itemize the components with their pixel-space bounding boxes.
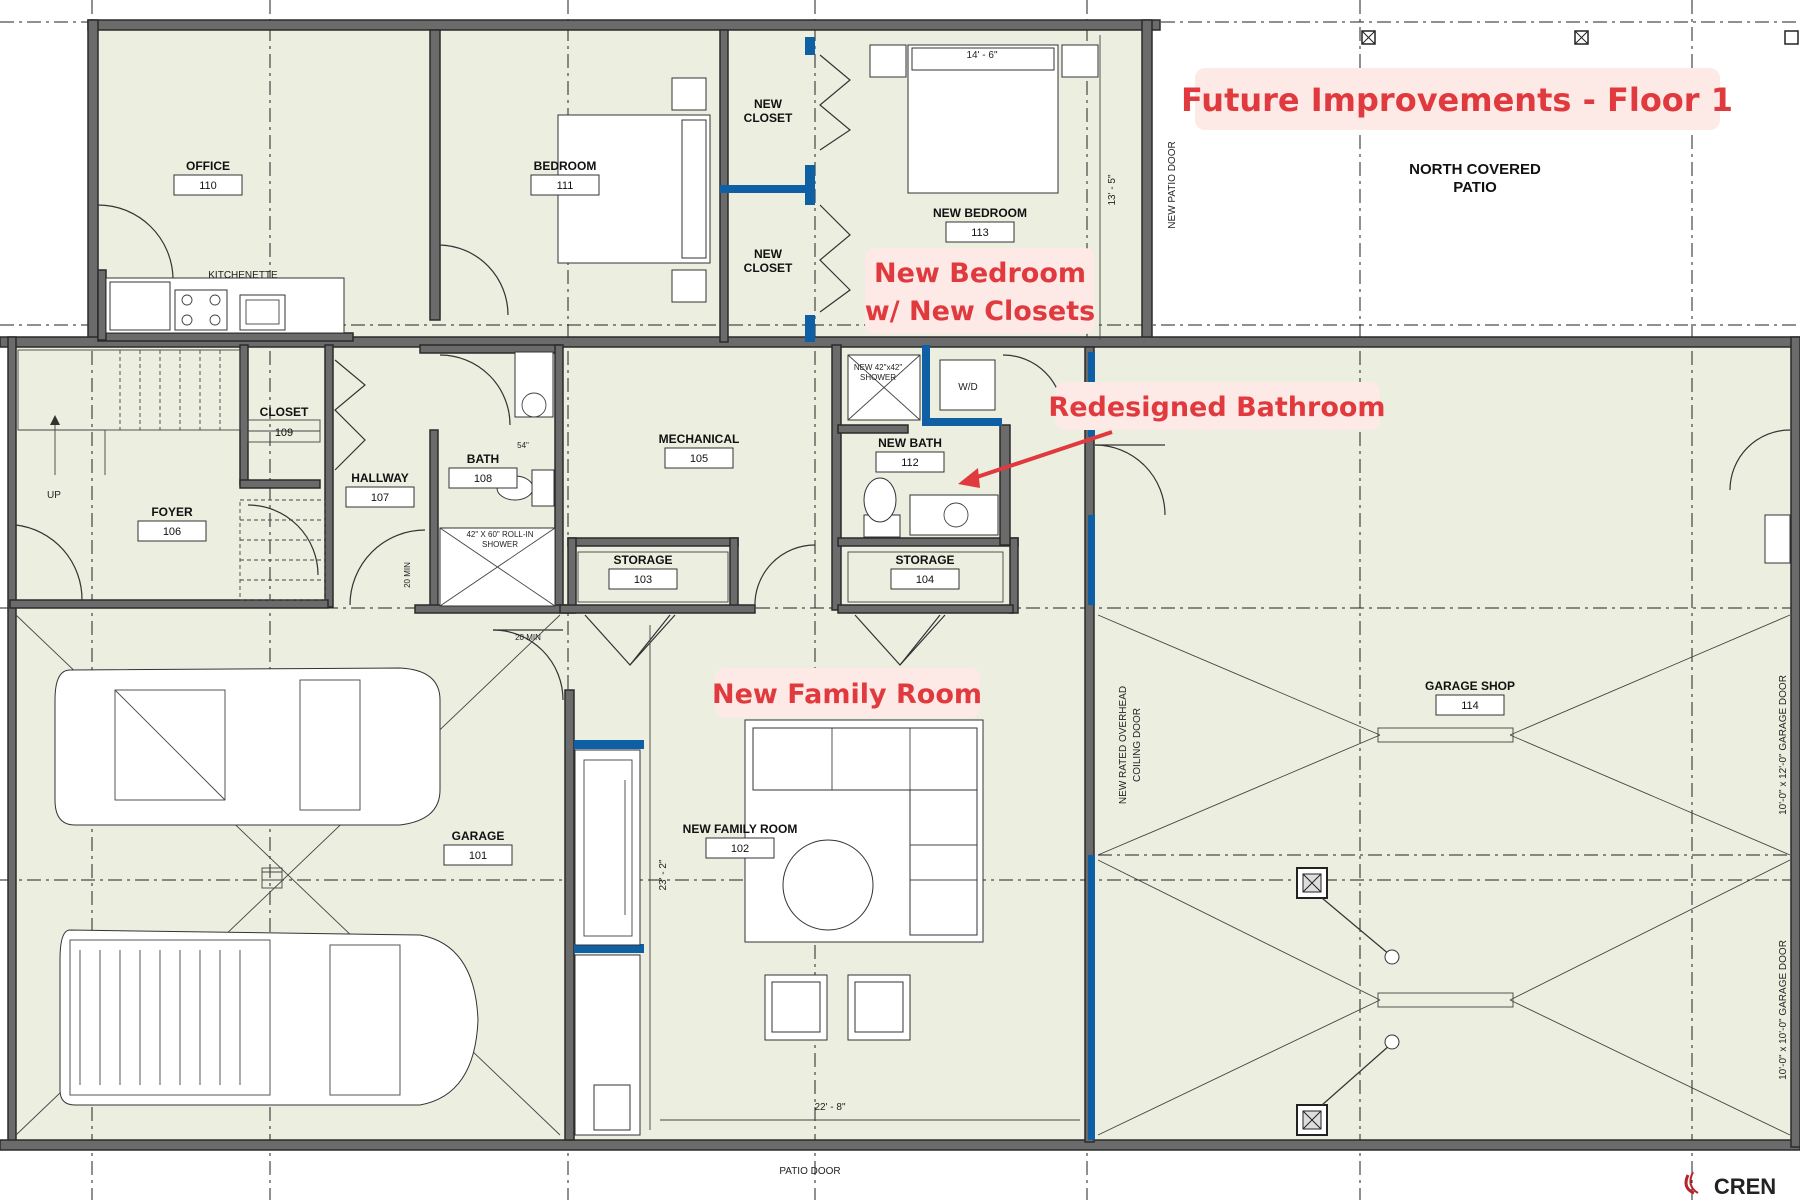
clearance-label: 20 MIN <box>515 633 541 642</box>
room-new-family-room: NEW FAMILY ROOM 102 <box>683 822 798 859</box>
patio-label: PATIO <box>1453 179 1497 196</box>
overhead-door-label: NEW RATED OVERHEAD <box>1118 686 1129 804</box>
annotation-new-family-room: New Family Room <box>712 668 982 718</box>
garage-door-label: 10'-0" x 12'-0" GARAGE DOOR <box>1778 675 1789 815</box>
room-number: 106 <box>163 526 181 538</box>
room-name: GARAGE <box>452 829 505 843</box>
room-number: 109 <box>275 427 293 439</box>
room-number: 113 <box>971 227 989 239</box>
room-name: GARAGE SHOP <box>1425 679 1515 693</box>
room-number: 103 <box>634 574 652 586</box>
interior-walls <box>9 29 1019 1141</box>
room-closet: CLOSET 109 <box>260 405 309 439</box>
room-new-bedroom: NEW BEDROOM 113 <box>933 206 1027 243</box>
room-mechanical: MECHANICAL 105 <box>659 432 740 469</box>
room-storage-104: STORAGE 104 <box>890 553 960 590</box>
room-bedroom: BEDROOM 111 <box>530 159 600 196</box>
annotation-line: New Family Room <box>712 679 982 710</box>
room-bath: BATH 108 <box>448 452 518 489</box>
room-new-bath: NEW BATH 112 <box>875 436 945 473</box>
room-office: OFFICE 110 <box>173 159 243 196</box>
annotation-line: w/ New Closets <box>865 296 1095 327</box>
room-number: 105 <box>690 453 708 465</box>
title-annotation: Future Improvements - Floor 1 <box>1181 81 1733 119</box>
room-name: MECHANICAL <box>659 432 740 446</box>
patio-columns <box>1361 30 1799 45</box>
overhead-door-label: COILING DOOR <box>1132 708 1143 782</box>
exterior-walls <box>0 19 1800 1151</box>
room-name: NEW BATH <box>878 436 942 450</box>
misc-labels: KITCHENETTE NEW CLOSET NEW CLOSET W/D UP… <box>47 97 1789 1177</box>
dimension-label: 54" <box>517 441 529 450</box>
annotation-line: Redesigned Bathroom <box>1048 392 1385 423</box>
rollin-shower-label: SHOWER <box>482 540 518 549</box>
new-shower-label: SHOWER <box>860 373 896 382</box>
room-name: FOYER <box>151 505 193 519</box>
room-garage: GARAGE 101 <box>443 829 513 866</box>
room-name: STORAGE <box>613 553 672 567</box>
new-closet-label: CLOSET <box>744 111 793 125</box>
dimensions: 14' - 6" 13' - 5" 23' - 2" 22' - 8" <box>658 50 1118 1113</box>
room-name: OFFICE <box>186 159 230 173</box>
room-name: BEDROOM <box>534 159 597 173</box>
room-garage-shop: GARAGE SHOP 114 <box>1425 679 1515 716</box>
garage-shop-fixtures <box>1097 514 1791 1136</box>
room-number: 108 <box>474 473 492 485</box>
logo-text: CREN <box>1714 1174 1776 1199</box>
annotation-line: New Bedroom <box>874 258 1086 289</box>
annotation-title: Future Improvements - Floor 1 <box>1181 68 1733 130</box>
annotation-new-bedroom: New Bedroom w/ New Closets <box>865 248 1095 334</box>
new-shower-label: NEW 42"x42" <box>854 363 903 372</box>
room-number: 101 <box>469 850 487 862</box>
garage-door-label: 10'-0" x 10'-0" GARAGE DOOR <box>1778 940 1789 1080</box>
room-name: NEW FAMILY ROOM <box>683 822 798 836</box>
room-storage-103: STORAGE 103 <box>608 553 678 590</box>
patio-door-label: PATIO DOOR <box>779 1166 840 1177</box>
kitchenette-label: KITCHENETTE <box>208 270 278 281</box>
fixtures <box>105 44 1099 1136</box>
room-number: 110 <box>199 180 217 192</box>
rollin-shower-label: 42" X 60" ROLL-IN <box>466 530 533 539</box>
garage-vehicles <box>15 614 561 1136</box>
new-closet-label: NEW <box>754 97 783 111</box>
door-swings <box>15 54 1791 701</box>
annotation-redesigned-bathroom: Redesigned Bathroom <box>958 382 1386 488</box>
room-foyer: FOYER 106 <box>137 505 207 542</box>
cren-logo: CREN <box>1684 1171 1776 1199</box>
room-name: CLOSET <box>260 405 309 419</box>
stairs <box>17 349 326 601</box>
room-name: HALLWAY <box>351 471 409 485</box>
room-hallway: HALLWAY 107 <box>345 471 415 508</box>
clearance-label: 20 MIN <box>403 562 412 588</box>
new-closet-label: CLOSET <box>744 261 793 275</box>
dim-family-depth: 23' - 2" <box>658 859 669 890</box>
new-closet-label: NEW <box>754 247 783 261</box>
dim-bed-width: 14' - 6" <box>966 50 997 61</box>
patio-label: NORTH COVERED <box>1409 161 1541 178</box>
dimension-lines <box>649 35 1101 1130</box>
new-patio-door-label: NEW PATIO DOOR <box>1167 141 1178 228</box>
stairs-up-label: UP <box>47 490 61 501</box>
dim-bed-depth: 13' - 5" <box>1107 174 1118 205</box>
room-number: 111 <box>557 180 574 192</box>
dim-family-width: 22' - 8" <box>814 1102 845 1113</box>
room-name: NEW BEDROOM <box>933 206 1027 220</box>
room-number: 104 <box>916 574 934 586</box>
room-name: STORAGE <box>895 553 954 567</box>
room-name: BATH <box>467 452 499 466</box>
room-number: 112 <box>901 457 919 469</box>
room-number: 102 <box>731 843 749 855</box>
room-number: 114 <box>1461 700 1479 712</box>
wd-label: W/D <box>958 382 977 393</box>
room-number: 107 <box>371 492 389 504</box>
